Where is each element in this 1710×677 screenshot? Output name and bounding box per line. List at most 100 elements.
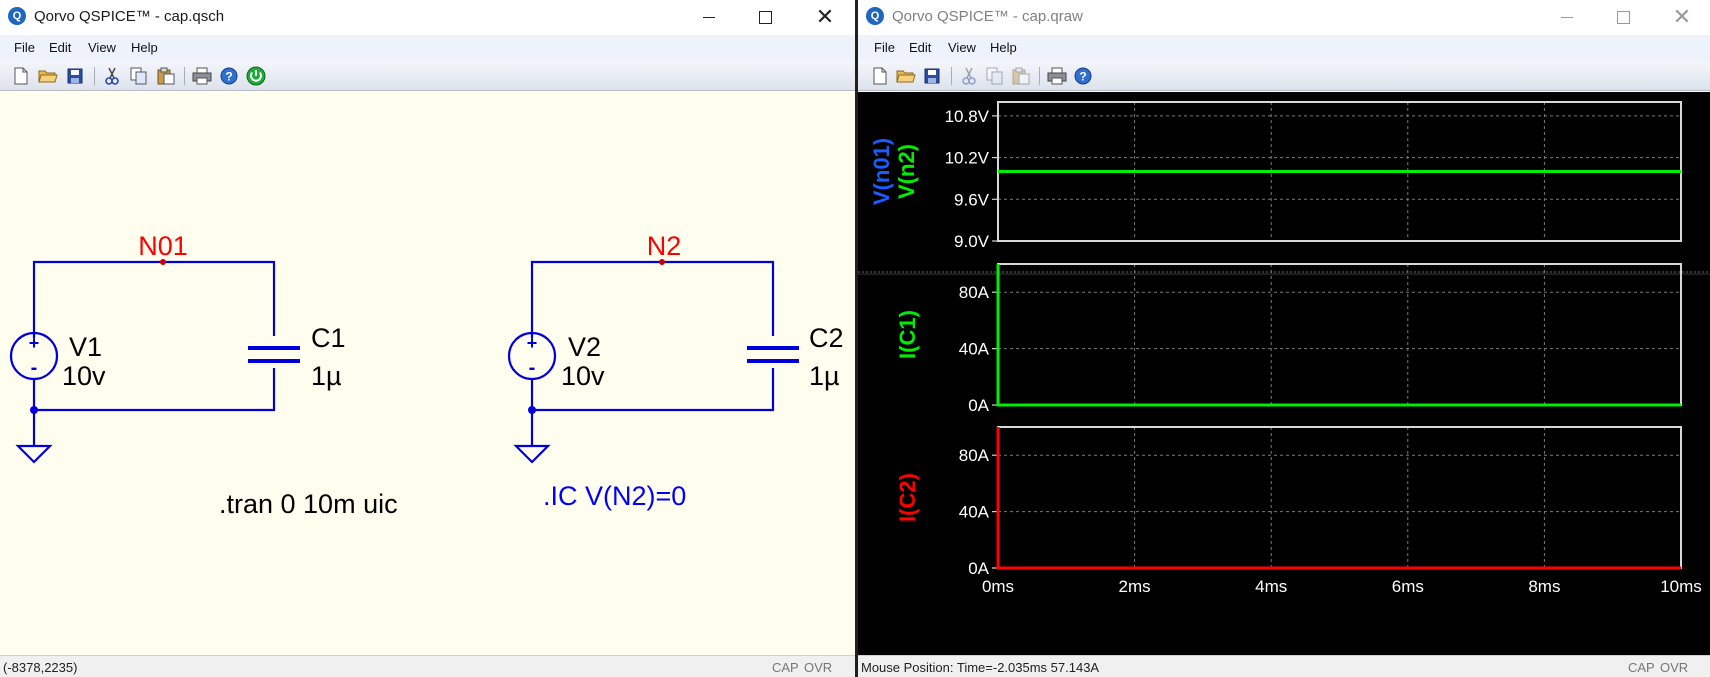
capacitor-c1[interactable] — [248, 346, 300, 363]
series-trace-ic2 — [996, 427, 1681, 570]
svg-text:?: ? — [225, 70, 232, 84]
net-label-n2[interactable]: N2 — [647, 231, 682, 261]
menu-help[interactable]: Help — [990, 40, 1017, 55]
svg-text:-: - — [529, 357, 536, 379]
voltage-source-v2[interactable]: + - — [507, 331, 557, 381]
menu-file[interactable]: File — [874, 40, 895, 55]
y-tick-label: 10.2V — [945, 149, 990, 168]
v2-name: V2 — [568, 332, 601, 362]
series-trace-ic1 — [996, 264, 1681, 407]
mouse-position-readout: Mouse Position: Time=-2.035ms 57.143A — [861, 660, 1100, 675]
window-title: Qorvo QSPICE™ - cap.qraw — [892, 8, 1083, 25]
x-tick-label: 4ms — [1255, 577, 1287, 596]
series-legend-label: I(C2) — [895, 473, 920, 522]
caps-lock-indicator: CAP — [1628, 660, 1655, 675]
svg-text:+: + — [29, 333, 40, 353]
y-tick-label: 0A — [968, 559, 989, 578]
overwrite-indicator: OVR — [1660, 660, 1689, 675]
series-legend-label: V(n01) — [869, 138, 894, 205]
new-file-icon[interactable] — [869, 65, 891, 87]
c2-value: 1µ — [809, 361, 840, 391]
ground-symbol-2 — [513, 444, 551, 464]
junction-dot — [30, 406, 38, 414]
plot-frame — [997, 263, 1682, 406]
series-legend-label: V(n2) — [894, 144, 919, 199]
circuit-2-wires — [530, 260, 775, 446]
voltage-source-v1[interactable]: + - — [9, 331, 59, 381]
qspice-app-icon: Q — [866, 7, 884, 25]
y-tick-label: 9.0V — [954, 232, 990, 251]
menu-edit[interactable]: Edit — [909, 40, 932, 55]
y-tick-label: 0A — [968, 396, 989, 415]
save-icon[interactable] — [64, 65, 86, 87]
new-file-icon[interactable] — [10, 65, 32, 87]
save-icon[interactable] — [921, 65, 943, 87]
menu-bar: File Edit View Help — [858, 35, 1710, 61]
toolbar-separator — [184, 67, 185, 85]
waveform-window: Q Qorvo QSPICE™ - cap.qraw ✕ File Edit V… — [858, 0, 1710, 677]
open-folder-icon[interactable] — [37, 65, 59, 87]
help-icon[interactable]: ? — [1072, 65, 1094, 87]
menu-view[interactable]: View — [88, 40, 116, 55]
help-icon[interactable]: ? — [218, 65, 240, 87]
cursor-coordinates: (-8378,2235) — [3, 660, 78, 675]
plot-frame — [997, 426, 1682, 569]
copy-icon[interactable] — [984, 65, 1006, 87]
x-tick-label: 6ms — [1392, 577, 1424, 596]
print-icon[interactable] — [191, 65, 213, 87]
minimize-button[interactable] — [696, 4, 722, 30]
tran-directive[interactable]: .tran 0 10m uic — [219, 489, 398, 519]
v1-value: 10v — [62, 361, 106, 391]
print-icon[interactable] — [1046, 65, 1068, 87]
cut-icon[interactable] — [958, 65, 980, 87]
x-tick-label: 10ms — [1660, 577, 1702, 596]
c2-name: C2 — [809, 323, 844, 353]
schematic-canvas[interactable]: N01 + - V1 10v C1 1µ — [0, 92, 855, 655]
maximize-button[interactable] — [1610, 4, 1636, 30]
net-label-n01[interactable]: N01 — [138, 231, 188, 261]
y-tick-label: 80A — [959, 446, 990, 465]
capacitor-c2[interactable] — [747, 346, 799, 363]
net-dot-n2 — [659, 259, 665, 265]
title-bar[interactable]: Q Qorvo QSPICE™ - cap.qraw ✕ — [858, 0, 1710, 34]
ic-directive[interactable]: .IC V(N2)=0 — [543, 481, 686, 511]
y-tick-label: 10.8V — [945, 107, 990, 126]
x-tick-label: 2ms — [1119, 577, 1151, 596]
overwrite-indicator: OVR — [804, 660, 833, 675]
svg-text:+: + — [527, 333, 538, 353]
cut-icon[interactable] — [101, 65, 123, 87]
close-button[interactable]: ✕ — [1672, 4, 1692, 29]
ground-symbol-1 — [15, 444, 53, 464]
toolbar-separator — [1039, 67, 1040, 85]
circuit-1-wires — [32, 260, 276, 446]
y-tick-label: 80A — [959, 283, 990, 302]
menu-help[interactable]: Help — [131, 40, 158, 55]
toolbar-separator — [951, 67, 952, 85]
maximize-button[interactable] — [752, 4, 778, 30]
minimize-button[interactable] — [1554, 4, 1580, 30]
close-button[interactable]: ✕ — [815, 4, 835, 29]
status-bar: (-8378,2235) CAP OVR — [0, 655, 855, 677]
x-tick-label: 0ms — [982, 577, 1014, 596]
run-simulation-icon[interactable] — [245, 65, 267, 87]
paste-icon[interactable] — [1010, 65, 1032, 87]
schematic-drawing: N01 + - V1 10v C1 1µ — [9, 231, 844, 519]
menu-file[interactable]: File — [14, 40, 35, 55]
copy-icon[interactable] — [128, 65, 150, 87]
svg-text:?: ? — [1079, 70, 1086, 84]
window-gap — [855, 0, 859, 677]
open-folder-icon[interactable] — [895, 65, 917, 87]
window-title: Qorvo QSPICE™ - cap.qsch — [34, 8, 225, 25]
menu-edit[interactable]: Edit — [49, 40, 72, 55]
caps-lock-indicator: CAP — [772, 660, 799, 675]
title-bar[interactable]: Q Qorvo QSPICE™ - cap.qsch ✕ — [0, 0, 855, 34]
v2-value: 10v — [561, 361, 605, 391]
y-tick-label: 9.6V — [954, 190, 990, 209]
menu-view[interactable]: View — [948, 40, 976, 55]
paste-icon[interactable] — [155, 65, 177, 87]
toolbar-separator — [94, 67, 95, 85]
net-dot-n01 — [160, 259, 166, 265]
svg-text:-: - — [31, 357, 38, 379]
x-tick-label: 8ms — [1528, 577, 1560, 596]
